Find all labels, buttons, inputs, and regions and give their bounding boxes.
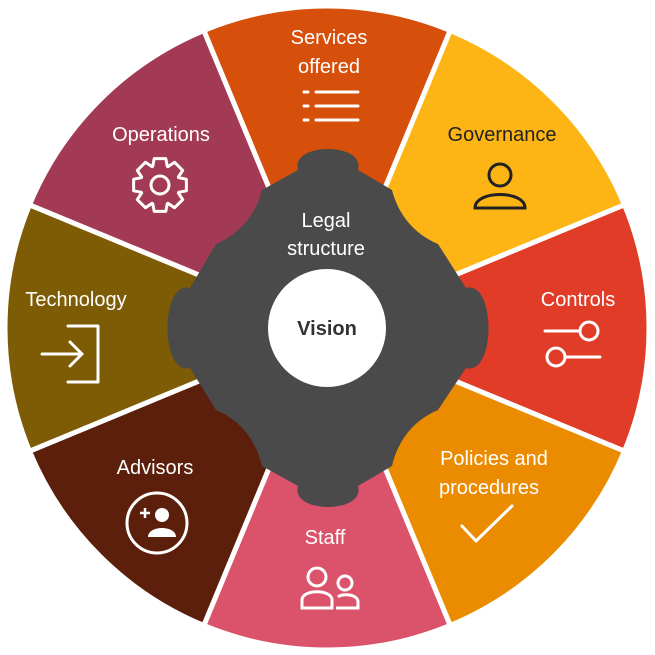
vision-center-circle [268,269,386,387]
checkmark-icon [460,504,514,543]
policies-label-line2: procedures [439,477,539,499]
advisors-label: Advisors [117,457,194,479]
policies-label-line1: Policies and [440,448,548,470]
vision-label: Vision [297,318,357,340]
services-offered-label-line1: Services [291,27,368,49]
people-icon [300,566,360,610]
sign-in-icon [40,324,100,384]
technology-label: Technology [25,289,126,311]
staff-label: Staff [305,527,346,549]
governance-label: Governance [448,124,557,146]
list-icon [302,90,360,122]
core-label-line1: Legal [302,210,351,232]
controls-label: Controls [541,289,615,311]
gear-icon [132,157,188,213]
toggle-icon [543,320,602,368]
services-offered-label-line2: offered [298,56,360,78]
person-icon [473,162,527,210]
operations-label: Operations [112,124,210,146]
core-label-line2: structure [287,238,365,260]
segment-technology [2,202,330,454]
add-person-icon [125,491,189,555]
